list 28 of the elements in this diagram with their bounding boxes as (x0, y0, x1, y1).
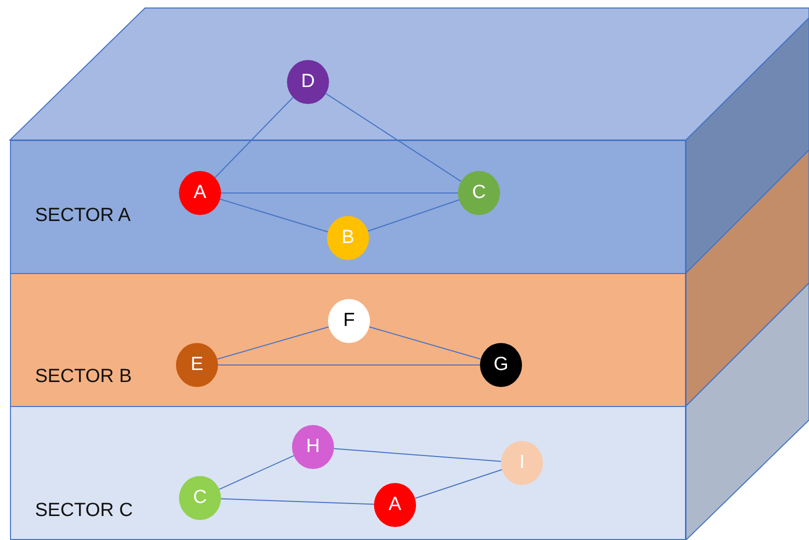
sector-label: SECTOR C (35, 500, 133, 522)
node-circle: I (501, 441, 543, 485)
node-circle: B (327, 216, 369, 260)
node-circle: E (176, 343, 218, 387)
node-circle: C (179, 476, 221, 520)
connector-line (220, 498, 374, 505)
connector-line (325, 93, 462, 182)
node-circle: A (179, 171, 221, 215)
connector-line (214, 96, 294, 178)
sector-band (10, 406, 686, 540)
node-circle: G (480, 343, 522, 387)
sector-band (10, 140, 686, 274)
connector-line (367, 199, 460, 232)
sector-band (10, 273, 686, 407)
node-circle: C (458, 171, 500, 215)
sector-label: SECTOR B (35, 366, 132, 388)
connector-line (333, 448, 502, 462)
connector-line (414, 469, 502, 499)
node-circle: F (328, 299, 370, 343)
connector-line (368, 326, 482, 360)
connector-line (218, 455, 294, 490)
connector-line (220, 192, 458, 194)
node-circle: A (374, 483, 416, 527)
connector-line (218, 364, 480, 366)
sector-label: SECTOR A (35, 205, 131, 227)
node-circle: H (292, 425, 334, 469)
connector-line (216, 326, 330, 360)
connector-line (220, 198, 328, 232)
